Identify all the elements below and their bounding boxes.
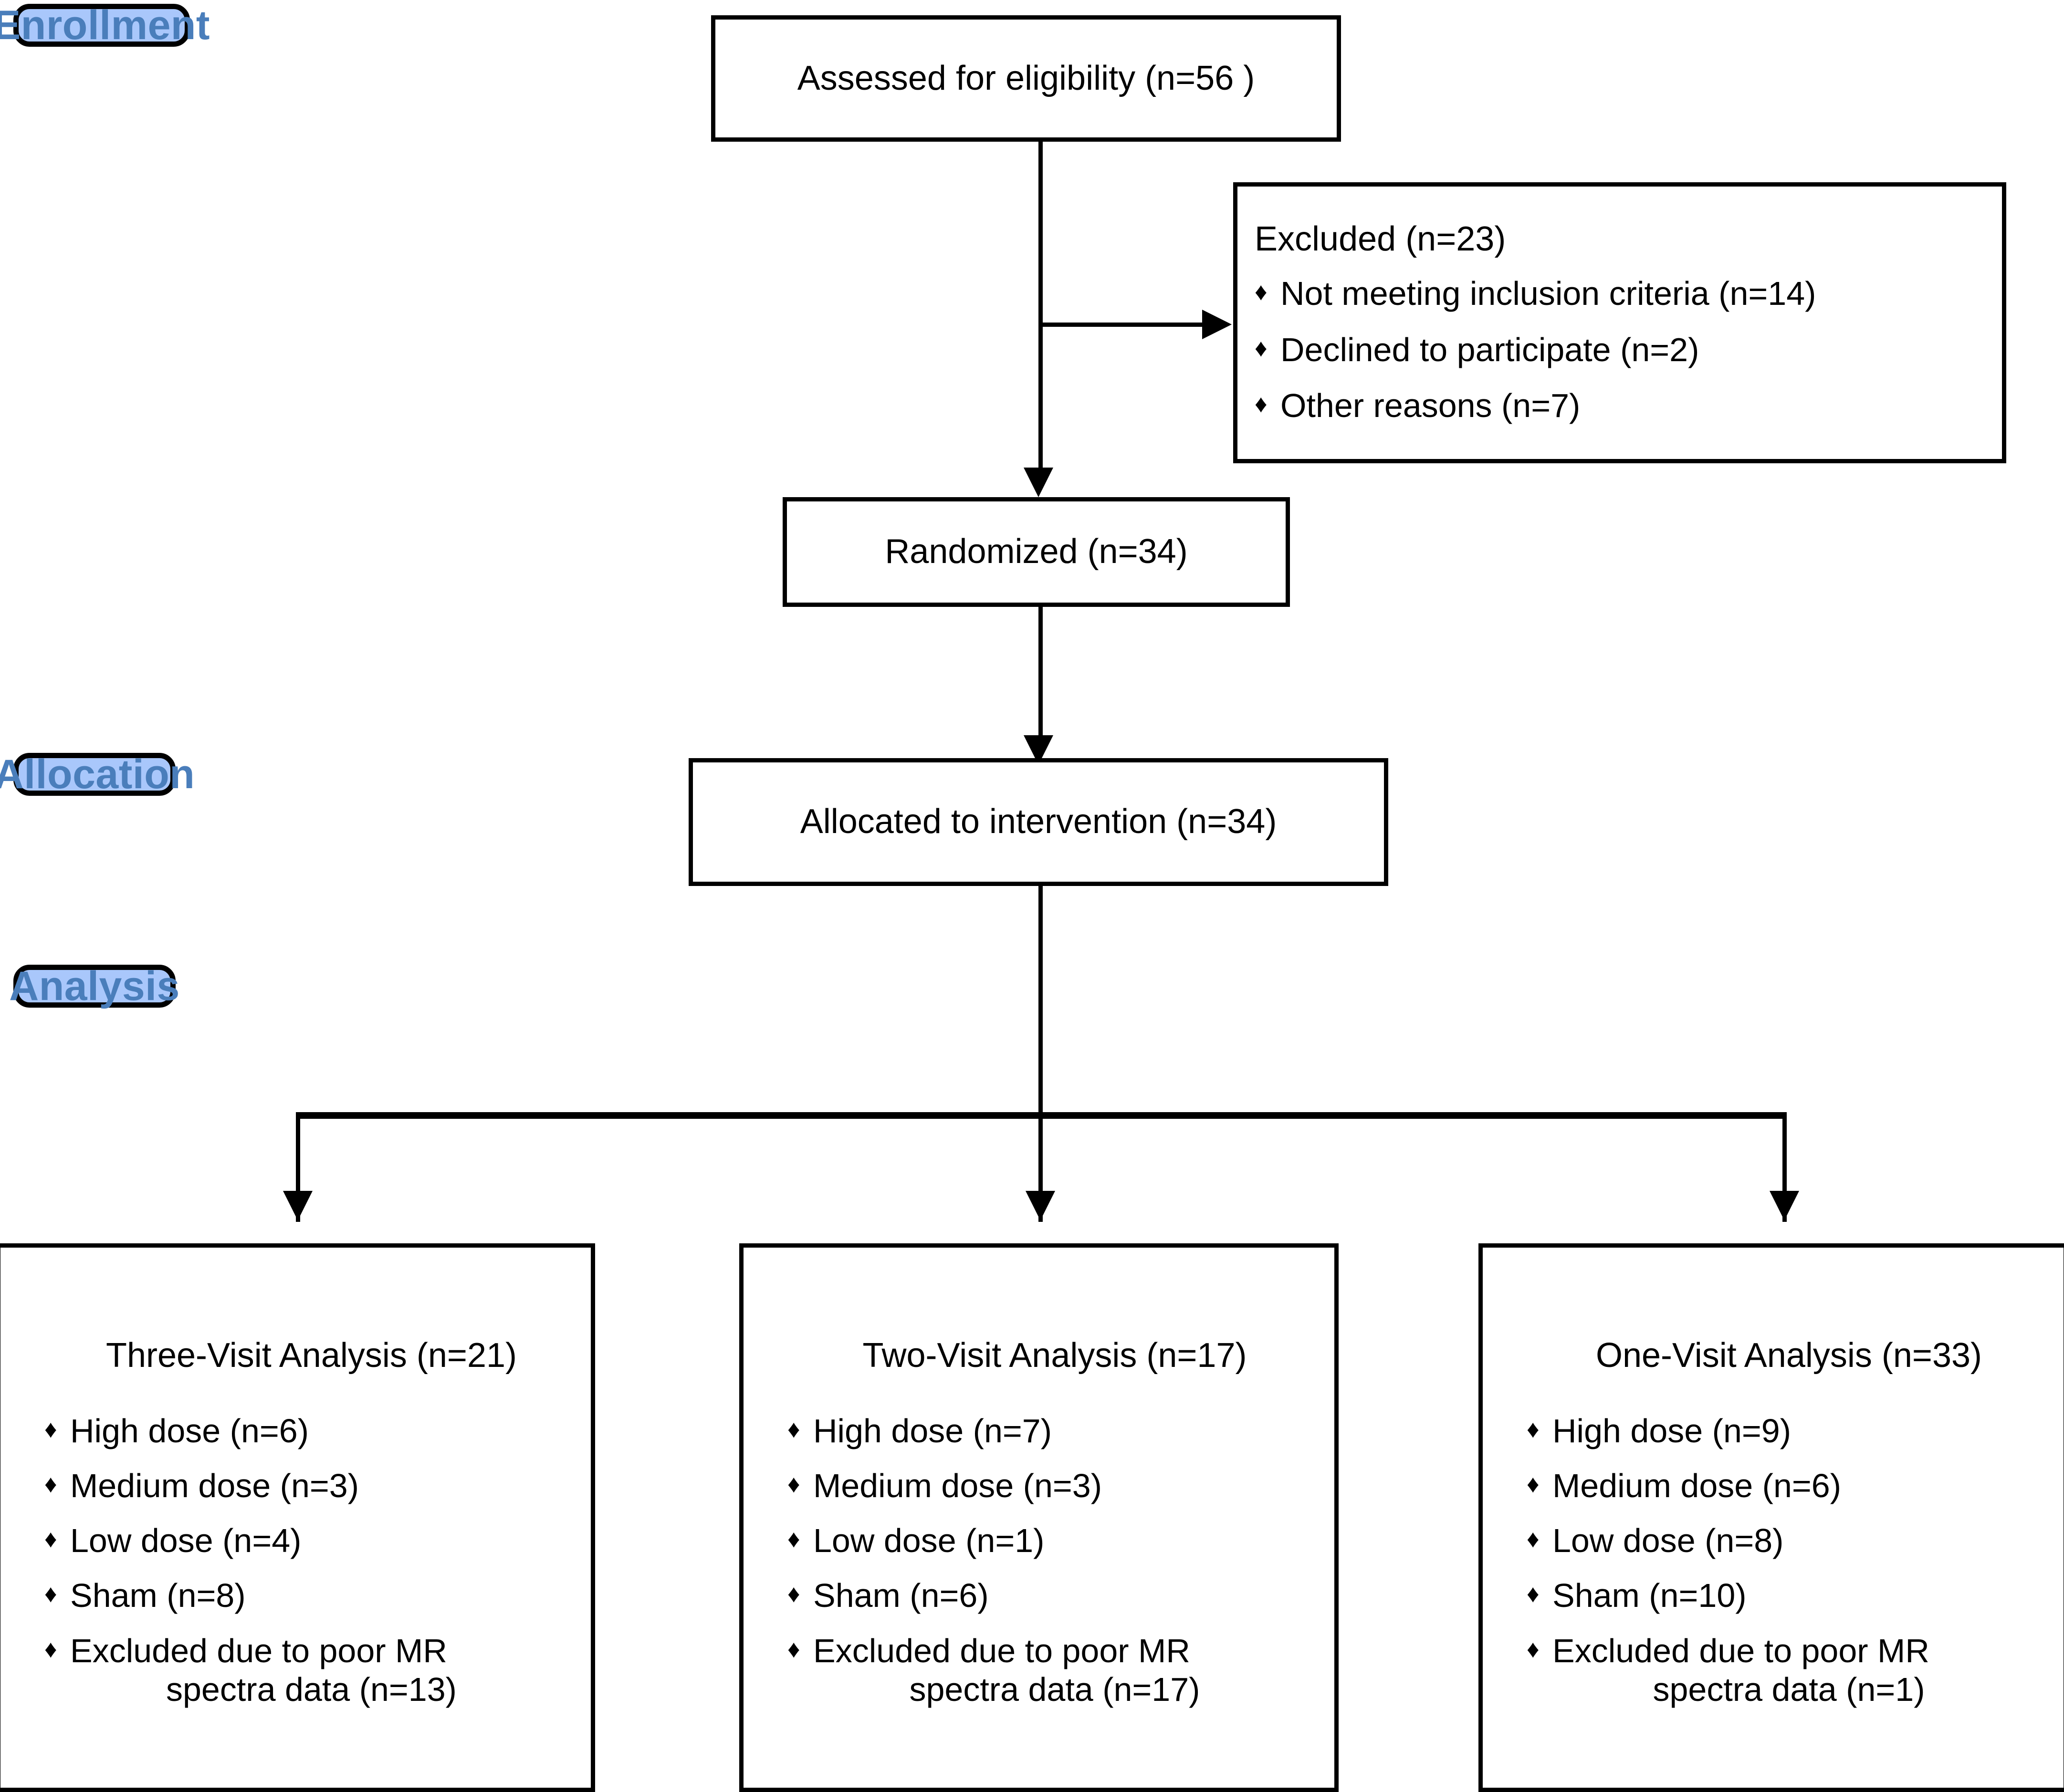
two-visit-item-label: Medium dose (n=3) (813, 1467, 1102, 1505)
excluded-reason-label: Other reasons (n=7) (1280, 386, 1581, 424)
two-visit-item-label: Sham (n=6) (813, 1577, 989, 1615)
arrowhead-into-randomized (1024, 468, 1053, 497)
assessed-for-eligibility-label: Assessed for eligibility (n=56 ) (797, 59, 1255, 97)
box-randomized: Randomized (n=34) (783, 497, 1290, 607)
diamond-bullet-icon: ♦ (44, 1635, 57, 1663)
one-visit-excluded-line2: spectra data (n=1) (1653, 1670, 1925, 1708)
list-item: ♦ Medium dose (n=3) (44, 1467, 578, 1505)
list-item: ♦ Sham (n=6) (787, 1576, 1322, 1615)
diamond-bullet-icon: ♦ (1255, 278, 1268, 306)
three-visit-item-label: Low dose (n=4) (70, 1522, 302, 1560)
two-visit-excluded-line1: Excluded due to poor MR (813, 1632, 1190, 1669)
box-excluded: Excluded (n=23) ♦ Not meeting inclusion … (1233, 182, 2006, 463)
diamond-bullet-icon: ♦ (1527, 1415, 1540, 1443)
three-visit-excluded-label: Excluded due to poor MR spectra data (n=… (70, 1632, 578, 1709)
three-visit-excluded-line2: spectra data (n=13) (166, 1670, 457, 1708)
three-visit-excluded-line1: Excluded due to poor MR (70, 1632, 447, 1669)
diamond-bullet-icon: ♦ (44, 1525, 57, 1553)
list-item: ♦ Excluded due to poor MR spectra data (… (1527, 1632, 2051, 1709)
box-two-visit-analysis: Two-Visit Analysis (n=17) ♦ High dose (n… (739, 1243, 1339, 1792)
two-visit-item-label: High dose (n=7) (813, 1412, 1052, 1449)
arrowhead-into-one-visit (1770, 1191, 1799, 1220)
excluded-reason-label: Not meeting inclusion criteria (n=14) (1280, 275, 1816, 313)
two-visit-excluded-label: Excluded due to poor MR spectra data (n=… (813, 1632, 1322, 1709)
connector-to-excluded (1038, 323, 1203, 327)
two-visit-excluded-line2: spectra data (n=17) (909, 1670, 1200, 1708)
diamond-bullet-icon: ♦ (44, 1580, 57, 1608)
arrowhead-into-three-visit (283, 1191, 313, 1220)
one-visit-excluded-label: Excluded due to poor MR spectra data (n=… (1552, 1632, 2051, 1709)
connector-split-to-three-visit (296, 1112, 300, 1222)
three-visit-analysis-heading: Three-Visit Analysis (n=21) (105, 1336, 517, 1375)
arrowhead-into-excluded (1202, 310, 1232, 339)
list-item: ♦ Not meeting inclusion criteria (n=14) (1255, 274, 1983, 313)
two-visit-items-list: ♦ High dose (n=7) ♦ Medium dose (n=3) ♦ … (787, 1412, 1322, 1709)
box-one-visit-analysis: One-Visit Analysis (n=33) ♦ High dose (n… (1478, 1243, 2064, 1792)
excluded-reason-label: Declined to participate (n=2) (1280, 331, 1699, 368)
excluded-reasons-list: ♦ Not meeting inclusion criteria (n=14) … (1255, 274, 1983, 425)
list-item: ♦ Excluded due to poor MR spectra data (… (44, 1632, 578, 1709)
one-visit-excluded-line1: Excluded due to poor MR (1552, 1632, 1929, 1669)
connector-split-to-one-visit (1782, 1112, 1787, 1222)
three-visit-item-label: High dose (n=6) (70, 1412, 309, 1449)
diamond-bullet-icon: ♦ (787, 1635, 800, 1663)
list-item: ♦ Low dose (n=1) (787, 1521, 1322, 1560)
diamond-bullet-icon: ♦ (787, 1525, 800, 1553)
allocated-to-intervention-label: Allocated to intervention (n=34) (800, 802, 1277, 841)
list-item: ♦ Excluded due to poor MR spectra data (… (787, 1632, 1322, 1709)
one-visit-analysis-heading: One-Visit Analysis (n=33) (1595, 1336, 1982, 1375)
diamond-bullet-icon: ♦ (1255, 390, 1268, 418)
box-three-visit-analysis: Three-Visit Analysis (n=21) ♦ High dose … (0, 1243, 595, 1792)
box-allocated-to-intervention: Allocated to intervention (n=34) (689, 758, 1388, 886)
one-visit-item-label: Low dose (n=8) (1552, 1522, 1784, 1560)
stage-label-allocation-text: Allocation (0, 751, 195, 797)
one-visit-item-label: Medium dose (n=6) (1552, 1467, 1842, 1505)
list-item: ♦ Low dose (n=4) (44, 1521, 578, 1560)
diamond-bullet-icon: ♦ (1527, 1635, 1540, 1663)
three-visit-item-label: Sham (n=8) (70, 1577, 246, 1615)
diamond-bullet-icon: ♦ (1255, 334, 1268, 362)
list-item: ♦ Sham (n=8) (44, 1576, 578, 1615)
diamond-bullet-icon: ♦ (1527, 1525, 1540, 1553)
one-visit-items-list: ♦ High dose (n=9) ♦ Medium dose (n=6) ♦ … (1527, 1412, 2051, 1709)
list-item: ♦ Other reasons (n=7) (1255, 386, 1983, 425)
stage-label-enrollment-text: Enrollment (0, 2, 210, 48)
box-assessed-for-eligibility: Assessed for eligibility (n=56 ) (711, 15, 1341, 142)
one-visit-item-label: High dose (n=9) (1552, 1412, 1792, 1449)
list-item: ♦ Medium dose (n=6) (1527, 1467, 2051, 1505)
list-item: ♦ Declined to participate (n=2) (1255, 331, 1983, 369)
list-item: ♦ Sham (n=10) (1527, 1576, 2051, 1615)
three-visit-items-list: ♦ High dose (n=6) ♦ Medium dose (n=3) ♦ … (44, 1412, 578, 1709)
diamond-bullet-icon: ♦ (44, 1415, 57, 1443)
diamond-bullet-icon: ♦ (787, 1580, 800, 1608)
three-visit-item-label: Medium dose (n=3) (70, 1467, 359, 1505)
connector-assessed-to-randomized (1038, 142, 1043, 468)
excluded-title: Excluded (n=23) (1255, 220, 1506, 259)
randomized-label: Randomized (n=34) (885, 532, 1188, 571)
connector-allocated-to-split (1038, 886, 1043, 1114)
diamond-bullet-icon: ♦ (1527, 1470, 1540, 1499)
two-visit-analysis-heading: Two-Visit Analysis (n=17) (862, 1336, 1247, 1375)
stage-label-analysis-text: Analysis (9, 963, 180, 1009)
connector-split-to-two-visit (1038, 1112, 1043, 1222)
stage-label-analysis: Analysis (9, 965, 179, 1008)
two-visit-item-label: Low dose (n=1) (813, 1522, 1045, 1560)
diamond-bullet-icon: ♦ (1527, 1580, 1540, 1608)
diamond-bullet-icon: ♦ (787, 1470, 800, 1499)
connector-randomized-to-allocated (1038, 607, 1043, 736)
list-item: ♦ High dose (n=9) (1527, 1412, 2051, 1450)
arrowhead-into-two-visit (1026, 1191, 1055, 1220)
diamond-bullet-icon: ♦ (787, 1415, 800, 1443)
one-visit-item-label: Sham (n=10) (1552, 1577, 1747, 1615)
stage-label-allocation: Allocation (0, 753, 195, 796)
list-item: ♦ High dose (n=6) (44, 1412, 578, 1450)
stage-label-enrollment: Enrollment (0, 4, 210, 47)
list-item: ♦ High dose (n=7) (787, 1412, 1322, 1450)
list-item: ♦ Medium dose (n=3) (787, 1467, 1322, 1505)
list-item: ♦ Low dose (n=8) (1527, 1521, 2051, 1560)
diamond-bullet-icon: ♦ (44, 1470, 57, 1499)
